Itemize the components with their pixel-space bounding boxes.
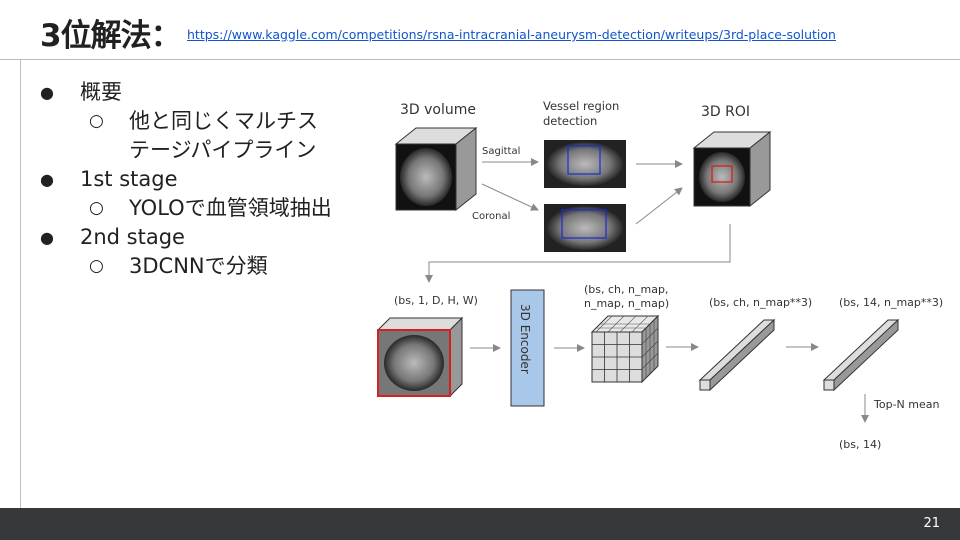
sub-bullet-circle-icon: ○ bbox=[89, 256, 104, 276]
output-shape-label: (bs, 14) bbox=[839, 438, 881, 451]
sub-bullet-text: 3DCNNで分類 bbox=[129, 254, 268, 278]
roi-to-stage2-arrow bbox=[425, 224, 731, 283]
sub-bullet-text: テージパイプライン bbox=[129, 138, 317, 162]
bullet-list: ● 概要 ○ 他と同じくマルチス テージパイプライン ● 1st stage ○ YOL… bbox=[40, 78, 370, 281]
slide-footer: 21 bbox=[0, 508, 960, 540]
sagittal-image bbox=[544, 140, 626, 188]
sub-bullet-item: ○ 3DCNNで分類 bbox=[40, 252, 370, 281]
bullet-text: 概要 bbox=[80, 80, 122, 104]
sub-bullet-item: ○ YOLOで血管領域抽出 bbox=[40, 194, 370, 223]
roi-label: 3D ROI bbox=[701, 104, 750, 120]
topn-label: Top-N mean bbox=[873, 398, 939, 411]
bullet-text: 1st stage bbox=[80, 167, 178, 191]
page-number: 21 bbox=[923, 516, 940, 531]
slide-header: 3位解法： https://www.kaggle.com/competition… bbox=[0, 0, 960, 60]
sub-bullet-text: 他と同じくマルチス bbox=[129, 109, 318, 133]
sub-bullet-text: YOLOで血管領域抽出 bbox=[129, 196, 332, 220]
bullet-text: 2nd stage bbox=[80, 225, 185, 249]
bullet-item: ● 1st stage bbox=[40, 165, 370, 194]
flatten-shape-label: (bs, ch, n_map**3) bbox=[709, 296, 812, 309]
sub-bullet-circle-icon: ○ bbox=[89, 198, 104, 218]
bullet-dot-icon: ● bbox=[40, 228, 54, 247]
left-divider bbox=[20, 60, 21, 508]
vessel-detection-label-1: Vessel region bbox=[543, 99, 619, 113]
bullet-item: ● 2nd stage bbox=[40, 223, 370, 252]
bullet-dot-icon: ● bbox=[40, 83, 54, 102]
input-cube-icon bbox=[376, 316, 464, 398]
feature-grid-icon bbox=[590, 314, 660, 384]
coronal-image bbox=[544, 204, 626, 252]
featmap-shape-label-2: n_map, n_map) bbox=[584, 297, 669, 310]
featmap-shape-label-1: (bs, ch, n_map, bbox=[584, 283, 668, 296]
sub-bullet-continuation: テージパイプライン bbox=[40, 136, 370, 165]
solution-link[interactable]: https://www.kaggle.com/competitions/rsna… bbox=[187, 27, 836, 42]
roi-cube-icon bbox=[692, 130, 772, 208]
flat-bar-1-icon bbox=[698, 318, 776, 392]
sub-bullet-item: ○ 他と同じくマルチス bbox=[40, 107, 370, 136]
vessel-detection-label-2: detection bbox=[543, 114, 597, 128]
arrow-to-roi-2 bbox=[635, 187, 683, 225]
input-shape-label: (bs, 1, D, H, W) bbox=[394, 294, 478, 307]
encoder-label: 3D Encoder bbox=[518, 304, 532, 374]
bullet-dot-icon: ● bbox=[40, 170, 54, 189]
coronal-arrow bbox=[481, 183, 539, 211]
flat-bar-2-icon bbox=[822, 318, 900, 392]
slide-title: 3位解法： bbox=[40, 18, 182, 54]
head-shape-label: (bs, 14, n_map**3) bbox=[839, 296, 943, 309]
volume-cube-icon bbox=[394, 126, 478, 212]
bullet-item: ● 概要 bbox=[40, 78, 370, 107]
encoder-block bbox=[510, 289, 545, 407]
pipeline-diagram: 3D volume Vessel region detection Sagitt… bbox=[368, 92, 960, 462]
sagittal-label: Sagittal bbox=[482, 146, 520, 157]
sub-bullet-circle-icon: ○ bbox=[89, 111, 104, 131]
volume-label: 3D volume bbox=[400, 102, 476, 118]
coronal-label: Coronal bbox=[472, 211, 510, 222]
